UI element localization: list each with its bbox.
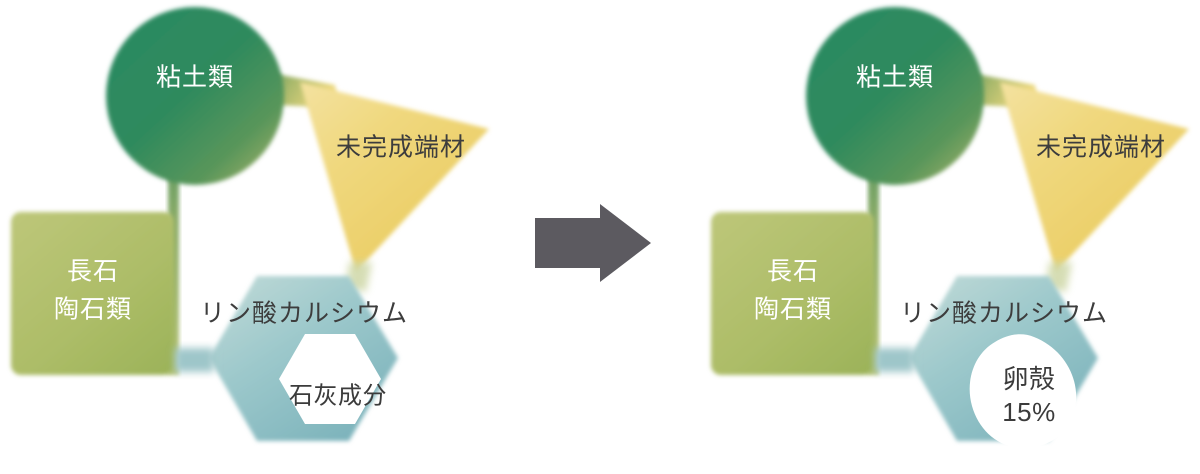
- shape-clay-circle: [106, 7, 284, 185]
- panel-before: 粘土類 長石 陶石類 未完成端材 リン酸カルシウム 石灰成分: [11, 7, 489, 441]
- connector-feldspar-to-calcium: [175, 348, 214, 372]
- cutout-lime-hexagon: [279, 334, 381, 424]
- shape-feldspar-square: [711, 212, 874, 375]
- label-calcium: リン酸カルシウム: [200, 300, 408, 328]
- label-feldspar-line2: 陶石類: [754, 296, 832, 324]
- panel-after: 粘土類 長石 陶石類 未完成端材 リン酸カルシウム 卵殻 15%: [711, 7, 1189, 449]
- label-scrap: 未完成端材: [336, 134, 466, 162]
- label-clay: 粘土類: [156, 64, 234, 92]
- label-clay: 粘土類: [856, 64, 934, 92]
- right-arrow-icon: [535, 204, 651, 282]
- label-eggshell-percent: 15%: [1002, 397, 1056, 427]
- label-calcium: リン酸カルシウム: [900, 300, 1108, 328]
- shape-scrap-triangle: [300, 82, 489, 272]
- connector-feldspar-to-calcium: [875, 348, 914, 372]
- label-feldspar-line2: 陶石類: [54, 296, 132, 324]
- label-feldspar-line1: 長石: [67, 258, 119, 286]
- shape-clay-circle: [806, 7, 984, 185]
- label-eggshell: 卵殻: [1002, 364, 1055, 394]
- cutout-eggshell-oval: [969, 334, 1077, 449]
- label-scrap: 未完成端材: [1036, 134, 1166, 162]
- transformation-arrow: [535, 204, 651, 282]
- label-lime: 石灰成分: [289, 382, 387, 409]
- shape-scrap-triangle: [1000, 82, 1189, 272]
- shape-feldspar-square: [11, 212, 174, 375]
- label-feldspar-line1: 長石: [767, 258, 819, 286]
